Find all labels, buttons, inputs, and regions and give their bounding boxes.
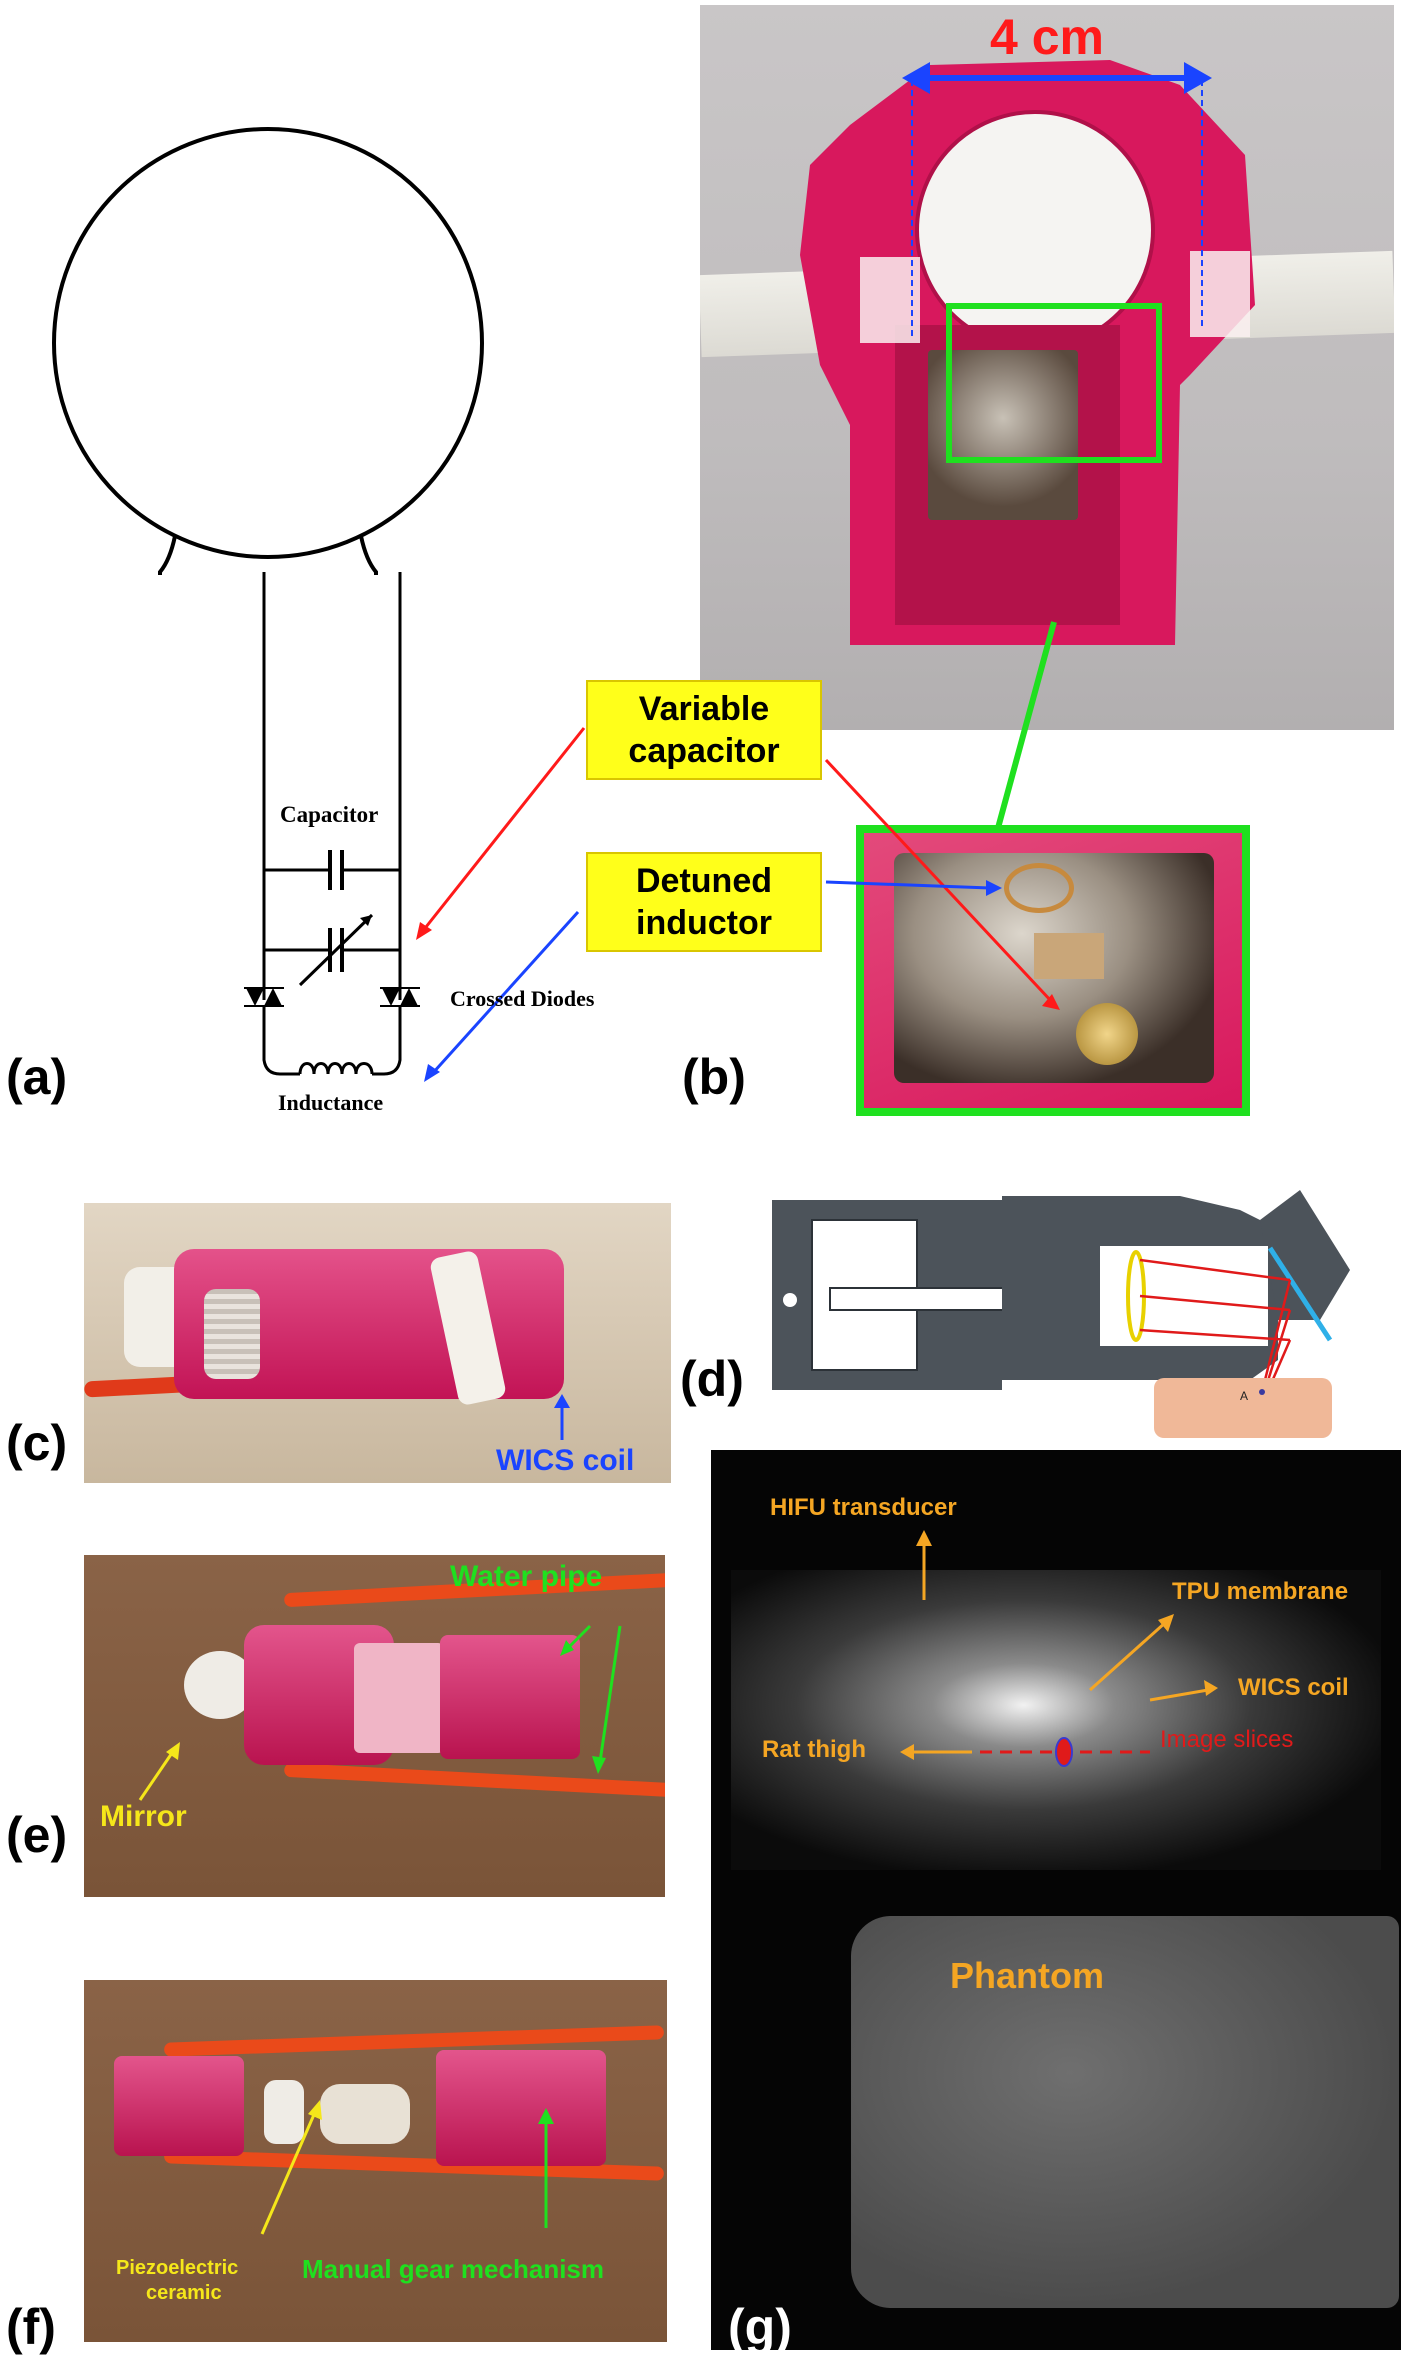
label-inductance: Inductance: [278, 1090, 384, 1115]
mri-tissue: [731, 1570, 1381, 1870]
label-capacitor: Capacitor: [280, 802, 379, 827]
label-image-slices: Image slices: [1160, 1726, 1294, 1753]
trimmer-photo: [1076, 1003, 1138, 1065]
label-mirror: Mirror: [100, 1800, 187, 1833]
device-photo-e: [84, 1555, 665, 1897]
arrow-mirror: [138, 1749, 176, 1801]
nozzle-f: [114, 2056, 244, 2156]
coil-loop: [52, 127, 484, 559]
label-water-pipe: Water pipe: [450, 1560, 603, 1593]
circuit-board-thumb: [928, 350, 1078, 520]
arrow-water-pipe-2: [598, 1625, 622, 1763]
arrow-piezo: [260, 2109, 318, 2235]
panel-label-b: (b): [682, 1049, 746, 1105]
dimension-label: 4 cm: [990, 9, 1104, 65]
label-phantom: Phantom: [950, 1955, 1105, 1996]
panel-label-d: (d): [680, 1351, 744, 1407]
zoom-connector: [995, 621, 1057, 829]
arrow-inductor-to-photo: [825, 880, 991, 890]
label-crossed-diodes: Crossed Diodes: [450, 986, 595, 1011]
diode-left-down: [264, 988, 282, 1006]
label-wics-g: WICS coil: [1238, 1674, 1349, 1701]
label-rat-thigh: Rat thigh: [762, 1736, 866, 1763]
diode-left-up: [246, 988, 264, 1006]
beam-rays: [1139, 1258, 1292, 1401]
mri-phantom: [851, 1916, 1399, 2308]
inductor-lead-right: [372, 1006, 402, 1076]
piezo-ceramic-f: [320, 2084, 410, 2144]
panel-label-e: (e): [6, 1807, 68, 1863]
label-hifu: HIFU transducer: [770, 1494, 957, 1521]
inductor-coil: [298, 1062, 374, 1075]
inductor-coil-photo: [1004, 863, 1074, 913]
panel-label-a: (a): [6, 1049, 68, 1105]
inductor-lead-left: [262, 1006, 300, 1076]
arrow-varcap-to-circuit: [420, 727, 586, 933]
target-tissue: [1154, 1378, 1332, 1438]
focal-point-label: A: [1240, 1389, 1249, 1403]
device-photo-c: [84, 1203, 671, 1483]
angled-nose: [1260, 1190, 1350, 1320]
panel-label-g: (g): [728, 2299, 792, 2355]
panel-label-c: (c): [6, 1415, 68, 1471]
var-capacitor-arrow: [298, 913, 374, 987]
label-wics-coil-c: WICS coil: [496, 1444, 635, 1477]
slice-marker: [1055, 1737, 1073, 1767]
screw-hole: [783, 1293, 797, 1307]
label-piezo-line2: ceramic: [146, 2282, 222, 2304]
diode-right-down: [400, 988, 418, 1006]
loop-lead-right: [359, 535, 378, 575]
mirror-surface: [1267, 1246, 1333, 1342]
mri-image: [711, 1450, 1401, 2350]
label-tpu: TPU membrane: [1172, 1578, 1349, 1605]
arrow-varcap-to-photo: [824, 758, 1054, 1004]
label-gear: Manual gear mechanism: [302, 2254, 604, 2284]
loop-lead-left: [158, 535, 177, 575]
gear-c: [204, 1289, 260, 1379]
gear-block-f: [436, 2050, 606, 2166]
zoom-region-box: [946, 303, 1162, 463]
diode-right-up: [382, 988, 400, 1006]
device-photo-f: [84, 1980, 667, 2342]
coil-photo: [700, 5, 1394, 730]
panel-label-f: (f): [6, 2299, 56, 2355]
label-piezo-line1: Piezoelectric: [116, 2257, 239, 2279]
callout-detuned-inductor: Detuned inductor: [586, 852, 822, 952]
chip-photo: [1034, 933, 1104, 979]
arrow-inductor-to-circuit: [430, 910, 580, 1076]
callout-variable-capacitor: Variable capacitor: [586, 680, 822, 780]
focal-point: [1259, 1389, 1265, 1395]
